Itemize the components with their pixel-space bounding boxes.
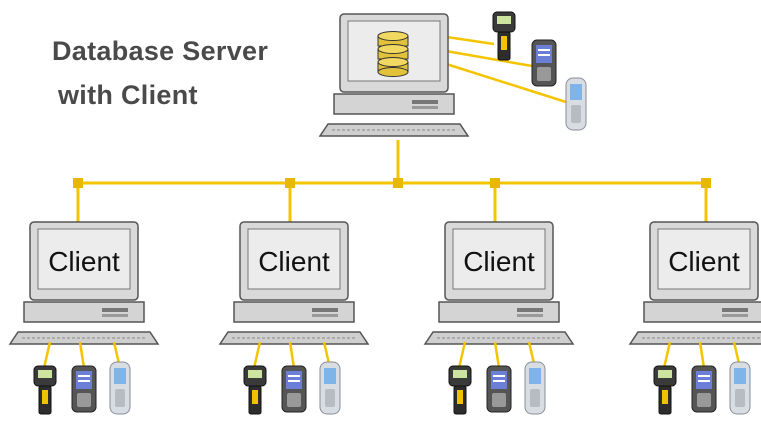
client-3-barcode-scanner-icon bbox=[448, 365, 472, 415]
client-computer-3-drive-slot bbox=[517, 308, 543, 312]
client-3-handheld-terminal-icon-keypad bbox=[530, 389, 540, 407]
server-pda-icon bbox=[531, 39, 557, 87]
server-barcode-scanner-icon bbox=[492, 11, 516, 61]
client-4-barcode-scanner-icon-display bbox=[658, 370, 672, 378]
client-2-pda-icon-screen-line-2 bbox=[288, 380, 300, 382]
client-1-pda-icon bbox=[71, 365, 97, 413]
client-2-handheld-terminal-icon-keypad bbox=[325, 389, 335, 407]
client-4-barcode-scanner-icon-keypad bbox=[662, 390, 668, 404]
client-1-handheld-terminal-icon-screen bbox=[114, 368, 126, 384]
client-3-pda-icon-screen-line-2 bbox=[493, 380, 505, 382]
client-3-pda-icon-keypad bbox=[492, 393, 506, 407]
server-computer-drive-slot bbox=[412, 100, 438, 104]
client-2-barcode-scanner-icon-display bbox=[248, 370, 262, 378]
client-3-device-link-1 bbox=[457, 341, 467, 369]
client-computer-4: Client bbox=[628, 221, 761, 345]
client-4-device-link-2 bbox=[698, 341, 706, 369]
diagram-title-line-2: with Client bbox=[58, 80, 198, 110]
client-computer-3: Client bbox=[423, 221, 575, 345]
client-computer-3-screen bbox=[452, 228, 546, 290]
client-computer-1: Client bbox=[8, 221, 160, 345]
client-computer-4-drive-slot bbox=[722, 308, 748, 312]
client-2-handheld-terminal-icon-screen bbox=[324, 368, 336, 384]
client-computer-3-drive-slot-2 bbox=[517, 314, 543, 317]
network-node-1 bbox=[73, 178, 83, 188]
client-1-handheld-terminal-icon bbox=[109, 361, 131, 415]
server-device-link-3 bbox=[439, 60, 567, 104]
client-3-barcode-scanner-icon-display bbox=[453, 370, 467, 378]
client-4-pda-icon-screen-line-2 bbox=[698, 380, 710, 382]
server-computer-drive-slot-2 bbox=[412, 106, 438, 109]
server-pda-icon-screen-line-1 bbox=[538, 49, 550, 51]
client-3-handheld-terminal-icon-screen bbox=[529, 368, 541, 384]
database-disk-top-3 bbox=[377, 57, 409, 67]
client-3-pda-icon-screen-line-1 bbox=[493, 375, 505, 377]
client-2-barcode-scanner-icon bbox=[243, 365, 267, 415]
client-label-4: Client bbox=[668, 246, 740, 277]
client-4-pda-icon-keypad bbox=[697, 393, 711, 407]
client-computer-1-drive-slot-2 bbox=[102, 314, 128, 317]
client-2-device-link-2 bbox=[288, 341, 296, 369]
client-3-device-link-2 bbox=[493, 341, 501, 369]
client-computer-4-drive-slot-2 bbox=[722, 314, 748, 317]
client-1-barcode-scanner-icon-display bbox=[38, 370, 52, 378]
database-icon bbox=[377, 31, 409, 77]
server-device-link-2 bbox=[439, 48, 533, 68]
client-1-device-link-1 bbox=[42, 341, 52, 369]
server-handheld-terminal-icon-screen bbox=[570, 84, 582, 100]
network-node-2 bbox=[285, 178, 295, 188]
server-pda-icon-keypad bbox=[537, 67, 551, 81]
client-4-pda-icon-screen-line-1 bbox=[698, 375, 710, 377]
client-3-pda-icon bbox=[486, 365, 512, 413]
client-4-pda-icon bbox=[691, 365, 717, 413]
client-4-barcode-scanner-icon bbox=[653, 365, 677, 415]
client-1-barcode-scanner-icon-keypad bbox=[42, 390, 48, 404]
client-computer-4-screen bbox=[657, 228, 751, 290]
client-computer-2: Client bbox=[218, 221, 370, 345]
client-4-handheld-terminal-icon bbox=[729, 361, 751, 415]
server-pda-icon-screen-line-2 bbox=[538, 54, 550, 56]
client-1-pda-icon-screen-line-2 bbox=[78, 380, 90, 382]
client-3-handheld-terminal-icon bbox=[524, 361, 546, 415]
network-node-5 bbox=[701, 178, 711, 188]
client-computer-2-drive-slot-2 bbox=[312, 314, 338, 317]
client-label-3: Client bbox=[463, 246, 535, 277]
client-3-barcode-scanner-icon-keypad bbox=[457, 390, 463, 404]
client-1-device-link-2 bbox=[78, 341, 86, 369]
server-handheld-terminal-icon-keypad bbox=[571, 105, 581, 123]
client-2-barcode-scanner-icon-keypad bbox=[252, 390, 258, 404]
database-disk-top-2 bbox=[377, 44, 409, 54]
server-barcode-scanner-icon-keypad bbox=[501, 36, 507, 50]
database-disk-top-1 bbox=[377, 31, 409, 41]
server-device-link-1 bbox=[439, 34, 495, 46]
client-label-1: Client bbox=[48, 246, 120, 277]
client-computer-2-screen bbox=[247, 228, 341, 290]
client-computer-2-drive-slot bbox=[312, 308, 338, 312]
client-4-handheld-terminal-icon-screen bbox=[734, 368, 746, 384]
diagram-title-line-1: Database Server bbox=[52, 36, 269, 66]
network-node-4 bbox=[490, 178, 500, 188]
client-2-pda-icon-keypad bbox=[287, 393, 301, 407]
server-handheld-terminal-icon bbox=[565, 77, 587, 131]
client-4-handheld-terminal-icon-keypad bbox=[735, 389, 745, 407]
client-computer-1-drive-slot bbox=[102, 308, 128, 312]
client-4-device-link-1 bbox=[662, 341, 672, 369]
server-computer bbox=[318, 13, 470, 137]
client-computer-4-keyboard bbox=[628, 331, 761, 345]
client-1-pda-icon-keypad bbox=[77, 393, 91, 407]
server-barcode-scanner-icon-display bbox=[497, 16, 511, 24]
client-1-barcode-scanner-icon bbox=[33, 365, 57, 415]
client-label-2: Client bbox=[258, 246, 330, 277]
network-node-3 bbox=[393, 178, 403, 188]
client-2-handheld-terminal-icon bbox=[319, 361, 341, 415]
client-computer-1-screen bbox=[37, 228, 131, 290]
client-1-handheld-terminal-icon-keypad bbox=[115, 389, 125, 407]
client-2-pda-icon-screen-line-1 bbox=[288, 375, 300, 377]
client-2-pda-icon bbox=[281, 365, 307, 413]
database-disk-bottom bbox=[377, 67, 409, 77]
client-1-pda-icon-screen-line-1 bbox=[78, 375, 90, 377]
client-2-device-link-1 bbox=[252, 341, 262, 369]
